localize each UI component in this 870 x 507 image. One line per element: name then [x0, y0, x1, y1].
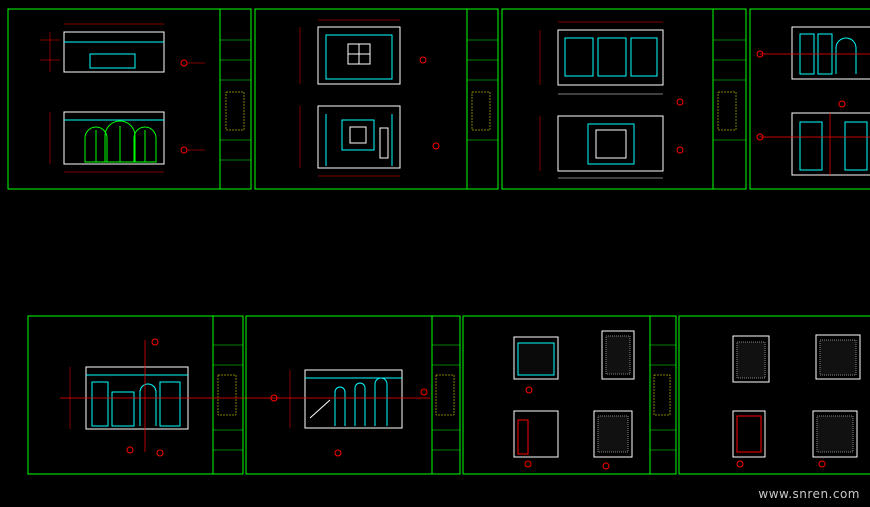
- elevation-view: [756, 26, 870, 108]
- elevation-view: [539, 115, 684, 179]
- title-block: [467, 39, 498, 141]
- title-block: [432, 344, 460, 451]
- drawing-sheet-1[interactable]: [7, 8, 252, 190]
- elevation-view: [270, 369, 430, 457]
- drawing-sheet-4[interactable]: [749, 8, 870, 190]
- title-block: [220, 39, 251, 161]
- drawing-sheet-3[interactable]: [501, 8, 747, 190]
- elevation-view: [732, 334, 861, 468]
- drawing-sheet-2[interactable]: [254, 8, 499, 190]
- drawing-sheet-6[interactable]: [245, 315, 461, 475]
- elevation-view: [539, 21, 684, 106]
- elevation-view: [40, 23, 205, 73]
- elevation-view: [299, 19, 427, 85]
- drawing-sheet-8[interactable]: [678, 315, 870, 475]
- title-block: [650, 344, 676, 451]
- elevation-view: [60, 338, 270, 457]
- drawing-sheet-7[interactable]: [462, 315, 677, 475]
- elevation-view: [513, 330, 635, 470]
- watermark-text: www.snren.com: [758, 487, 860, 501]
- elevation-view: [299, 105, 440, 177]
- elevation-view: [756, 112, 870, 176]
- title-block: [213, 344, 243, 451]
- drawing-sheet-5[interactable]: [27, 315, 270, 475]
- title-block: [713, 39, 746, 141]
- elevation-view: [49, 111, 205, 173]
